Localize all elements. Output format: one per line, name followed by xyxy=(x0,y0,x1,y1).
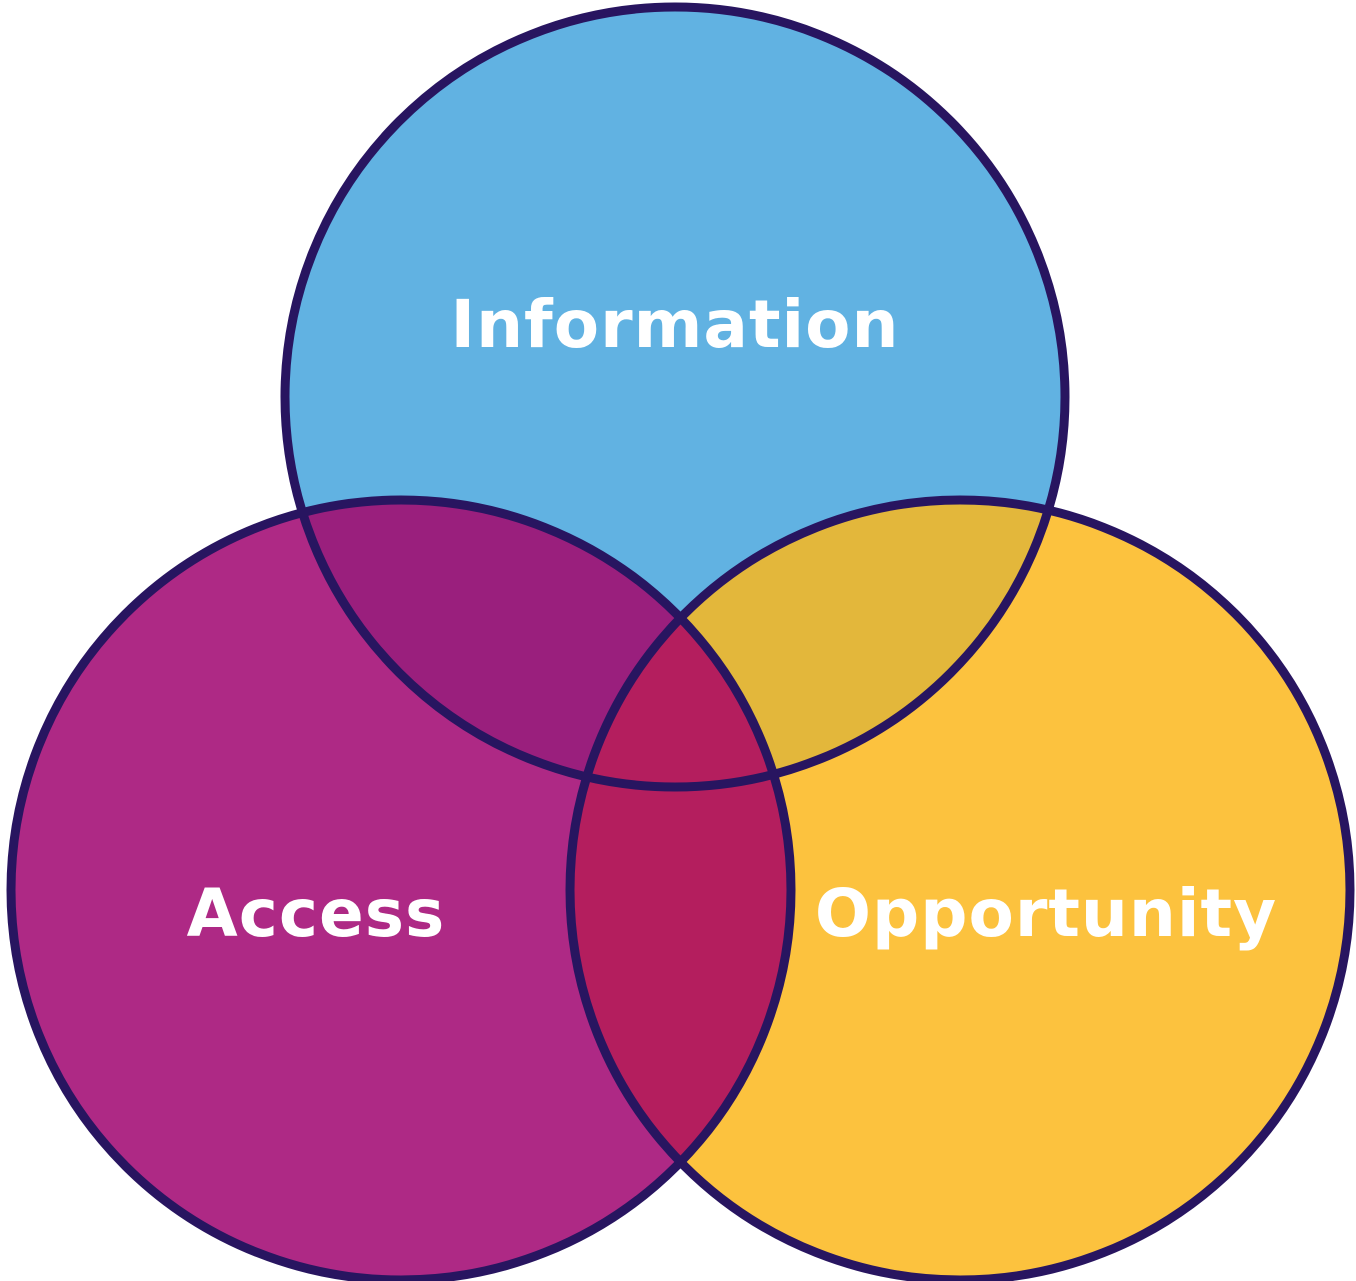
information-label: Information xyxy=(451,286,900,363)
set-labels: Information Access Opportunity xyxy=(187,286,1277,952)
access-label: Access xyxy=(187,875,446,952)
access-circle-outline xyxy=(6,495,796,1281)
opportunity-label: Opportunity xyxy=(815,875,1277,952)
opportunity-circle-outline xyxy=(565,495,1355,1281)
information-circle-outline xyxy=(280,2,1070,792)
information-access-overlap xyxy=(285,500,791,787)
information-opportunity-overlap xyxy=(570,500,1065,787)
